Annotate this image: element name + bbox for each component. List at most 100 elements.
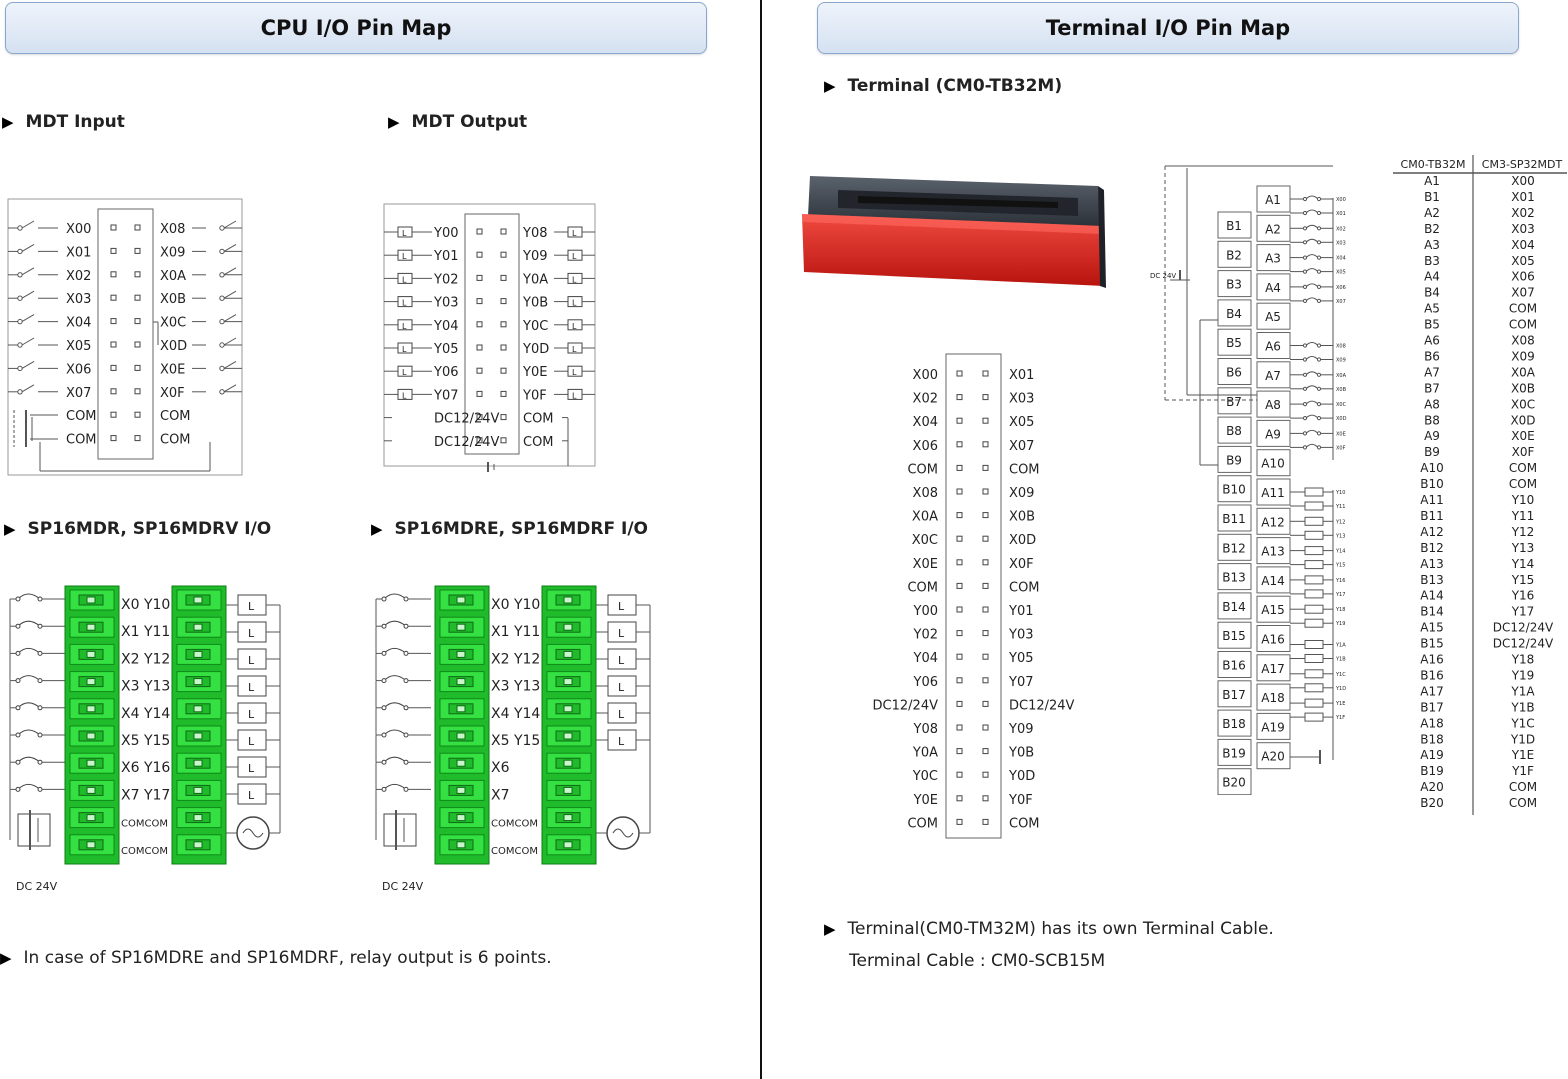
pin — [956, 535, 963, 542]
table-cell-signal: X0F — [1512, 445, 1535, 459]
output-load — [1304, 546, 1324, 556]
pin — [134, 364, 141, 371]
output-label: Y19 — [1335, 621, 1345, 627]
input-switch-right-contact — [219, 318, 225, 325]
table-cell-signal: X02 — [1511, 206, 1535, 220]
table-cell-terminal: A18 — [1420, 716, 1443, 730]
input-switch — [17, 702, 41, 709]
input-switch — [1305, 400, 1319, 405]
input-switch-right-blade — [223, 290, 237, 299]
terminal-b — [1217, 475, 1252, 503]
load-label: L — [572, 299, 577, 308]
input-switch — [1305, 254, 1319, 258]
connector-pin-label-right: X01 — [1009, 368, 1034, 383]
connector-pin-label-left: DC12/24V — [873, 698, 939, 713]
pin — [982, 441, 989, 448]
terminal-pin-label: X6 Y16 — [121, 760, 170, 776]
input-label: X00 — [1336, 197, 1346, 203]
table-cell-signal: Y1F — [1511, 764, 1534, 778]
table-cell-signal: X00 — [1511, 174, 1535, 188]
connector-pin-label-left: Y02 — [913, 628, 938, 643]
input-switch — [383, 620, 407, 627]
input-switch-left-blade — [21, 267, 35, 276]
table-cell-terminal: B8 — [1424, 413, 1440, 427]
load-label: L — [248, 627, 255, 640]
input-label: X0C — [1336, 402, 1347, 408]
load-label: L — [572, 275, 577, 284]
pin — [500, 344, 507, 351]
pin — [110, 411, 117, 418]
pin — [956, 700, 963, 707]
load-label: L — [248, 654, 255, 667]
terminal-a — [1256, 683, 1291, 711]
terminal-pin-label: COMCOM — [121, 819, 168, 830]
table-cell-signal: X0C — [1511, 397, 1535, 411]
input-switch-left-contact — [17, 389, 23, 395]
terminal-b — [1217, 592, 1252, 620]
input-switch-contact — [15, 596, 21, 602]
output-terminal-screw-head — [563, 596, 573, 604]
input-pin-label-right: X0A — [160, 269, 186, 284]
input-switch-left-blade — [21, 314, 35, 323]
table-cell-signal: COM — [1509, 461, 1537, 475]
table-cell-terminal: B2 — [1424, 222, 1440, 236]
table-cell-terminal: A11 — [1420, 493, 1443, 507]
table-cell-terminal: B4 — [1424, 286, 1440, 300]
output-pin-label-left: Y07 — [433, 388, 458, 403]
connector-pin-label-right: Y03 — [1008, 628, 1033, 643]
table-cell-signal: X0B — [1511, 381, 1535, 395]
table-cell-signal: X01 — [1511, 190, 1535, 204]
input-switch-contact — [37, 705, 43, 711]
input-label: X0E — [1336, 431, 1346, 437]
heading-terminal: ▶Terminal (CM0-TB32M) — [824, 76, 1062, 96]
terminal-a-label: A10 — [1261, 457, 1284, 471]
input-label: X01 — [1336, 211, 1346, 217]
terminal-pin-label: X1 Y11 — [121, 624, 170, 640]
input-contact — [1316, 445, 1322, 450]
input-switch — [1305, 371, 1319, 376]
input-pin-label-left: X06 — [66, 362, 91, 377]
input-terminal-screw-head — [456, 732, 466, 740]
terminal-a — [1256, 419, 1291, 447]
pin — [110, 224, 117, 231]
bullet-triangle-icon: ▶ — [2, 113, 14, 131]
terminal-pin-label: X5 Y15 — [491, 733, 540, 749]
input-label: X04 — [1336, 256, 1346, 262]
input-terminal-screw-head — [86, 596, 96, 604]
input-switch-contact — [381, 759, 387, 765]
terminal-pin-label: COMCOM — [121, 846, 168, 857]
input-switch-contact — [381, 596, 387, 602]
input-pin-label-left: X00 — [66, 222, 91, 237]
input-switch-contact — [15, 759, 21, 765]
input-switch-left-contact — [17, 365, 23, 372]
bullet-triangle-icon: ▶ — [388, 113, 400, 131]
terminal-b — [1217, 738, 1252, 766]
pin — [476, 344, 483, 351]
input-switch — [17, 620, 41, 627]
output-label: Y15 — [1335, 563, 1345, 569]
output-terminal-screw-head — [563, 650, 573, 658]
output-pin-label-left: DC12/24V — [434, 435, 500, 450]
input-switch — [1305, 297, 1319, 302]
terminal-a-label: A2 — [1265, 222, 1281, 236]
terminal-b-label: B4 — [1226, 307, 1242, 321]
load-label: L — [248, 708, 255, 721]
connector-pin-label-right: X03 — [1009, 392, 1034, 407]
input-switch-contact — [403, 678, 409, 684]
output-load — [1304, 698, 1324, 708]
output-label: Y1B — [1335, 657, 1346, 663]
output-terminal-screw-head — [563, 705, 573, 713]
input-terminal-screw-head — [86, 623, 96, 631]
connector-pin-label-left: X00 — [913, 368, 938, 383]
note-terminal-cable: ▶Terminal(CM0-TM32M) has its own Termina… — [824, 919, 1274, 939]
input-switch — [1305, 342, 1319, 346]
pin — [476, 228, 483, 235]
input-switch-right-contact — [219, 225, 225, 231]
table-cell-signal: Y11 — [1511, 509, 1535, 523]
load-label: L — [402, 322, 407, 331]
pin — [110, 364, 117, 371]
input-contact — [1316, 226, 1322, 231]
pin — [982, 370, 989, 377]
load-label: L — [402, 299, 407, 308]
load-label: L — [248, 600, 255, 613]
